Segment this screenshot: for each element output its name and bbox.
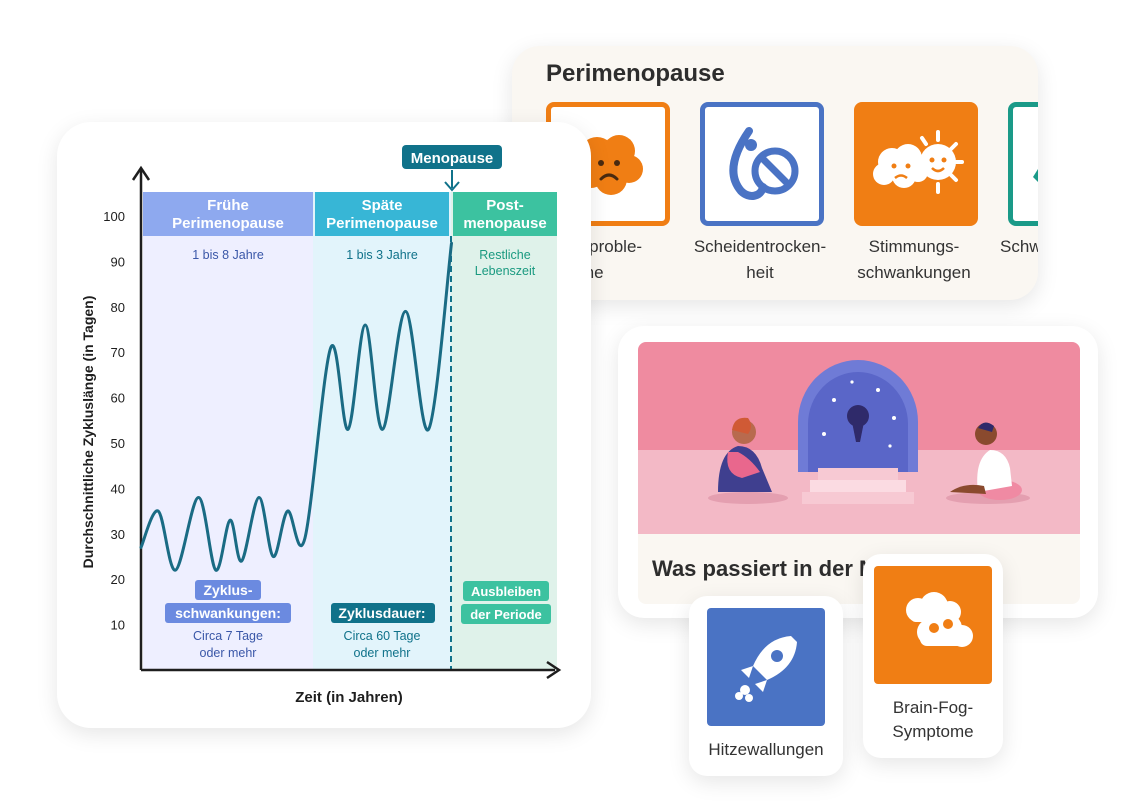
perimenopause-title: Perimenopause [546, 60, 725, 87]
detail-fruehe-1: Circa 7 Tage [193, 629, 263, 643]
partial-icon [1033, 169, 1038, 182]
menopause-arrow-head [444, 181, 460, 192]
note-box-fruehe-2 [165, 603, 291, 623]
hitzewallungen-icon-box [707, 608, 825, 726]
y-tick-label: 70 [111, 345, 125, 360]
y-axis-arrow [131, 165, 151, 181]
phase-bg-spaete [313, 192, 451, 670]
note-fruehe-1: Zyklus- [203, 582, 252, 598]
illustration-card[interactable]: Was passiert in der Menopause? [618, 326, 1098, 618]
no-drop-icon [729, 127, 799, 200]
phase-name-spaete-2: Perimenopause [326, 215, 438, 232]
tile-hitzewallungen[interactable]: Hitzewallungen [689, 596, 843, 776]
y-tick-label: 40 [111, 481, 125, 496]
tile-brain-fog[interactable]: Brain-Fog- Symptome [863, 554, 1003, 758]
phase-duration-post-1: Restliche [479, 248, 530, 262]
note-post-2: der Periode [470, 607, 542, 622]
y-tick-label: 20 [111, 572, 125, 587]
phase-name-post-1: Post- [486, 197, 524, 214]
symptom-label-stimmungsschwankungen: Stimmungs- schwankungen [857, 237, 971, 282]
y-tick-label: 60 [111, 391, 125, 406]
menopause-marker-box [402, 145, 502, 169]
phase-duration-post-2: Lebenszeit [475, 264, 536, 278]
note-box-spaete [331, 603, 435, 623]
caption-background [638, 534, 1080, 604]
phase-duration-fruehe: 1 bis 8 Jahre [192, 248, 264, 262]
detail-fruehe-2: oder mehr [200, 646, 257, 660]
symptom-label-scheidentrockenheit: Scheidentrocken- heit [693, 237, 827, 282]
cycle-chart: Frühe Perimenopause Späte Perimenopause … [80, 145, 562, 706]
y-tick-labels: 10 20 30 40 50 60 70 80 90 100 [103, 209, 125, 633]
note-spaete: Zyklusdauer: [338, 605, 425, 621]
phase-header-spaete [315, 192, 449, 236]
symptom-tile-partial[interactable] [1008, 102, 1038, 226]
phase-name-fruehe-2: Perimenopause [172, 215, 284, 232]
detail-spaete-1: Circa 60 Tage [344, 629, 421, 643]
brain-fog-label: Brain-Fog- Symptome [892, 698, 974, 741]
y-tick-label: 30 [111, 527, 125, 542]
cycle-chart-card: Frühe Perimenopause Späte Perimenopause … [57, 122, 591, 728]
y-tick-label: 50 [111, 436, 125, 451]
x-axis-label: Zeit (in Jahren) [295, 689, 403, 706]
perimenopause-card: Perimenopause Schlafproble- me Scheident… [512, 46, 1038, 300]
note-fruehe-2: schwankungen: [175, 605, 281, 621]
menopause-illustration [638, 342, 1080, 534]
y-axis-label: Durchschnittliche Zykluslänge (in Tagen) [80, 296, 96, 569]
note-box-post-2 [461, 604, 551, 624]
mood-swing-icon [873, 130, 964, 194]
symptom-label-partial: Schw [1000, 237, 1038, 256]
note-box-post-1 [463, 581, 549, 601]
note-post-1: Ausbleiben [471, 584, 541, 599]
phase-name-fruehe-1: Frühe [207, 197, 249, 214]
clouds-icon [906, 592, 973, 647]
hitzewallungen-label: Hitzewallungen [708, 740, 824, 759]
phase-duration-spaete: 1 bis 3 Jahre [346, 248, 418, 262]
y-tick-label: 10 [111, 618, 125, 633]
detail-spaete-2: oder mehr [354, 646, 411, 660]
rocket-icon [735, 636, 797, 702]
menopause-marker-label: Menopause [411, 150, 494, 167]
x-axis-arrow [546, 660, 562, 680]
phase-header-post [453, 192, 557, 236]
series-line-cycle-length [139, 241, 453, 572]
note-box-fruehe-1 [195, 580, 261, 600]
brain-fog-icon-box [874, 566, 992, 684]
phase-header-fruehe [143, 192, 313, 236]
y-tick-label: 100 [103, 209, 125, 224]
phase-name-post-2: menopause [463, 215, 546, 232]
y-tick-label: 90 [111, 254, 125, 269]
phase-name-spaete-1: Späte [362, 197, 403, 214]
y-tick-label: 80 [111, 300, 125, 315]
symptom-tile-stimmungsschwankungen[interactable] [854, 102, 978, 226]
symptom-tile-scheidentrockenheit[interactable] [700, 102, 824, 226]
